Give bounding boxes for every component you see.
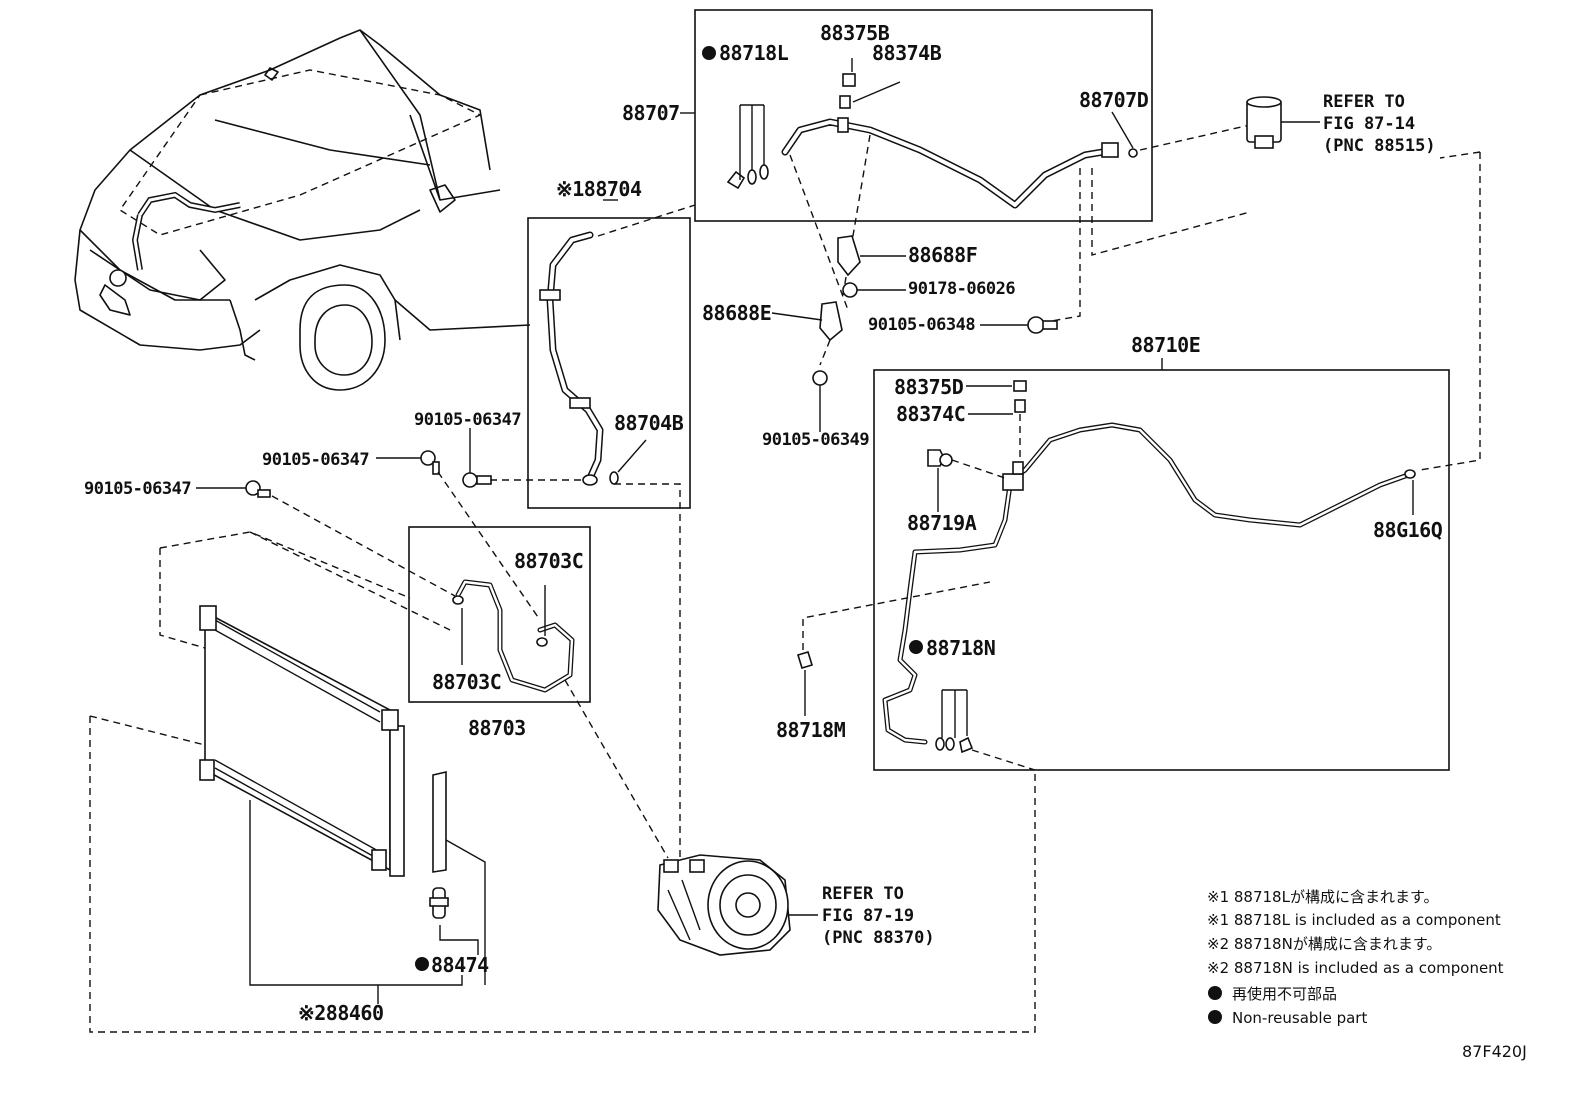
label-90178-06026: 90178-06026 bbox=[908, 279, 1015, 299]
bolt-90105-06348 bbox=[980, 316, 1058, 334]
label-88688F: 88688F bbox=[908, 243, 977, 267]
reference-compressor: REFER TO FIG 87-19 (PNC 88370) bbox=[822, 884, 935, 948]
label-88707D: 88707D bbox=[1079, 88, 1149, 112]
expansion-valve-reference bbox=[1246, 96, 1320, 149]
note-2-jp: ※2 88718Nが構成に含まれます。 bbox=[1207, 935, 1441, 953]
pipe-88707 bbox=[781, 117, 1119, 209]
vehicle-front-illustration bbox=[74, 29, 531, 391]
label-88718L: 88718L bbox=[719, 41, 789, 65]
label-90105-06347-c: 90105-06347 bbox=[84, 479, 191, 499]
hose-88703 bbox=[452, 579, 575, 693]
note-2-en: ※2 88718N is included as a component bbox=[1207, 959, 1504, 977]
label-88710E: 88710E bbox=[1131, 333, 1200, 357]
label-188704: ※188704 bbox=[556, 177, 642, 201]
label-90105-06347-b: 90105-06347 bbox=[262, 450, 369, 470]
label-88703C-top: 88703C bbox=[514, 549, 583, 573]
reference-text-line: REFER TO bbox=[1323, 92, 1405, 112]
part-labels: 88718L 88375B 88374B 88707 88707D ※18870… bbox=[84, 21, 1443, 1025]
label-90105-06348: 90105-06348 bbox=[868, 315, 975, 335]
label-88718M: 88718M bbox=[776, 718, 846, 742]
label-88374C: 88374C bbox=[896, 402, 965, 426]
label-88704B: 88704B bbox=[614, 411, 684, 435]
reference-text-line: FIG 87-14 bbox=[1323, 114, 1415, 134]
reference-expansion-valve: REFER TO FIG 87-14 (PNC 88515) bbox=[1323, 92, 1436, 156]
note-1-en: ※1 88718L is included as a component bbox=[1207, 911, 1501, 929]
label-88703: 88703 bbox=[468, 716, 526, 740]
label-90105-06349: 90105-06349 bbox=[762, 430, 869, 450]
reference-text-line: FIG 87-19 bbox=[822, 906, 914, 926]
note-1-jp: ※1 88718Lが構成に含まれます。 bbox=[1207, 888, 1438, 906]
o-rings-88718L bbox=[726, 104, 769, 190]
o-ring-88718M bbox=[796, 581, 991, 716]
label-90105-06347-a: 90105-06347 bbox=[414, 410, 521, 430]
figure-code: 87F420J bbox=[1462, 1042, 1527, 1061]
pipe-88710E bbox=[882, 422, 1416, 745]
box-88707 bbox=[694, 9, 1153, 222]
non-reusable-bullet-icon bbox=[1208, 1010, 1222, 1024]
bracket-88688E bbox=[771, 301, 843, 432]
reference-text-line: REFER TO bbox=[822, 884, 904, 904]
label-88703C-bottom: 88703C bbox=[432, 670, 501, 694]
bolts-90105-06347 bbox=[196, 428, 492, 498]
bracket-88688F bbox=[837, 235, 906, 298]
label-88707: 88707 bbox=[622, 101, 680, 125]
box-88704 bbox=[527, 217, 691, 509]
label-88G16Q: 88G16Q bbox=[1373, 518, 1443, 542]
pressure-sensor-88719A bbox=[927, 449, 1006, 512]
hose-88704 bbox=[539, 231, 647, 486]
label-88474: 88474 bbox=[431, 953, 489, 977]
label-88719A: 88719A bbox=[907, 511, 977, 535]
box-88703 bbox=[408, 526, 591, 703]
reference-text-line: (PNC 88370) bbox=[822, 928, 935, 948]
label-88718N: 88718N bbox=[926, 636, 995, 660]
label-88688E: 88688E bbox=[702, 301, 771, 325]
non-reusable-bullet-icon bbox=[1208, 986, 1222, 1000]
label-88375B: 88375B bbox=[820, 21, 890, 45]
note-3-en: Non-reusable part bbox=[1232, 1009, 1367, 1027]
box-88710E bbox=[873, 369, 1450, 771]
valve-cap-88375D bbox=[966, 380, 1027, 462]
label-288460: ※288460 bbox=[298, 1001, 384, 1025]
reference-text-line: (PNC 88515) bbox=[1323, 136, 1436, 156]
note-3-jp: 再使用不可部品 bbox=[1232, 985, 1337, 1003]
o-rings-88718N bbox=[935, 689, 1036, 771]
condenser-88460 bbox=[199, 605, 463, 1004]
label-88375D: 88375D bbox=[894, 375, 964, 399]
notes-legend: ※1 88718Lが構成に含まれます。 ※1 88718L is include… bbox=[1207, 888, 1504, 1027]
desiccant-88474 bbox=[429, 770, 486, 985]
valve-cap-88375B bbox=[839, 58, 901, 109]
label-88374B: 88374B bbox=[872, 41, 942, 65]
compressor bbox=[657, 854, 818, 956]
